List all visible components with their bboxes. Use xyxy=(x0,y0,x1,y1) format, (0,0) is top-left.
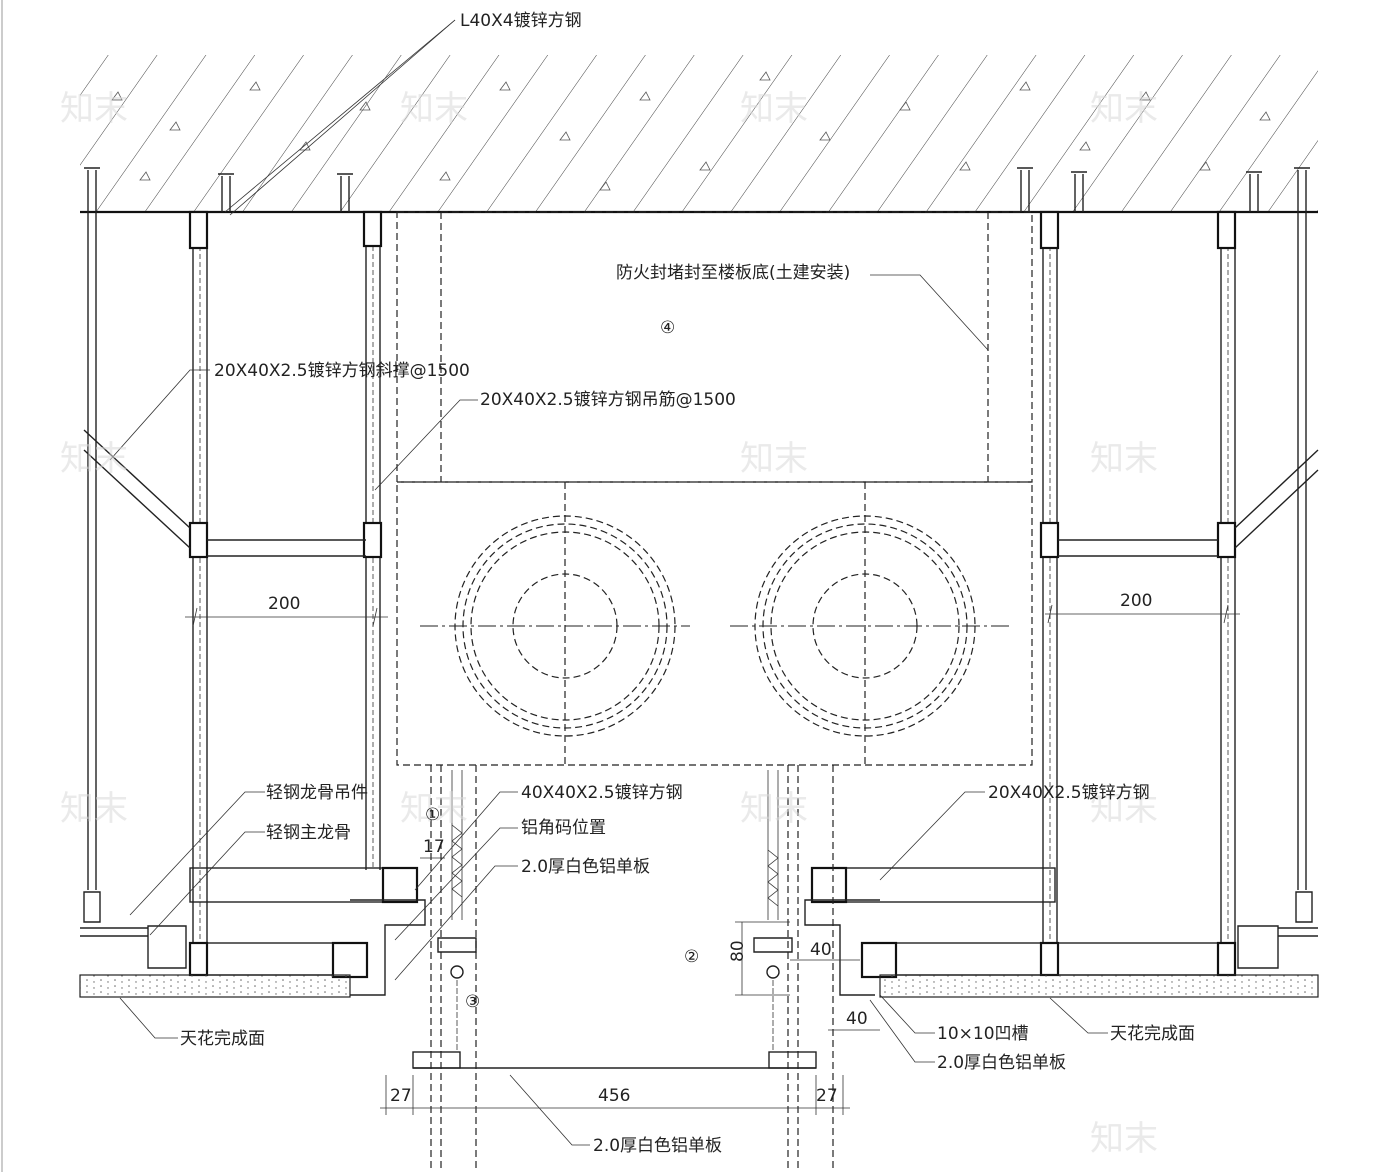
dim-200-right: 200 xyxy=(1120,591,1152,611)
dim-27-right: 27 xyxy=(816,1086,838,1106)
dim-27-left: 27 xyxy=(390,1086,412,1106)
dim-40-lower: 40 xyxy=(846,1009,868,1029)
watermark: 知末 xyxy=(1090,1119,1158,1159)
watermark-layer: 知末 知末 知末 知末 知末 知末 知末 知末 知末 知末 知末 知末 xyxy=(60,89,1158,1159)
watermark: 知末 xyxy=(1090,439,1158,479)
dim-80: 80 xyxy=(728,940,748,962)
label-corner: 铝角码位置 xyxy=(521,818,606,838)
left-steel-frame xyxy=(80,210,426,996)
label-firestop: 防火封堵封至楼板底(土建安装) xyxy=(616,263,850,283)
dim-40-upper: 40 xyxy=(810,940,832,960)
label-hanger-light: 轻钢龙骨吊件 xyxy=(266,783,368,803)
label-hanger-bar: 20X40X2.5镀锌方钢吊筋@1500 xyxy=(480,390,736,410)
label-ceiling-right: 天花完成面 xyxy=(1110,1024,1195,1044)
label-brace: 20X40X2.5镀锌方钢斜撑@1500 xyxy=(214,361,470,381)
label-groove: 10×10凹槽 xyxy=(937,1024,1029,1044)
marker-2: ② xyxy=(684,947,699,967)
dimension-labels: 200 200 17 80 40 40 27 456 27 xyxy=(268,591,1152,1106)
firestop-zone xyxy=(396,211,1033,483)
watermark: 知末 xyxy=(400,89,468,129)
dim-456: 456 xyxy=(598,1086,630,1106)
watermark: 知末 xyxy=(60,439,128,479)
concrete-slab xyxy=(80,55,1318,214)
marker-1: ① xyxy=(425,805,440,825)
watermark: 知末 xyxy=(1090,789,1158,829)
marker-3: ③ xyxy=(465,992,480,1012)
right-steel-frame xyxy=(804,210,1319,996)
label-tube-40: 40X40X2.5镀锌方钢 xyxy=(521,783,683,803)
detail-markers: ① ② ③ ④ xyxy=(425,318,699,1012)
dim-17: 17 xyxy=(423,837,445,857)
ceiling-finish xyxy=(79,974,1319,998)
label-panel-bottom: 2.0厚白色铝单板 xyxy=(593,1136,722,1156)
watermark: 知末 xyxy=(740,439,808,479)
dimension-lines xyxy=(185,604,1240,1115)
leader-lines xyxy=(109,19,1108,1146)
label-top-angle: L40X4镀锌方钢 xyxy=(460,11,582,31)
label-ceiling-left: 天花完成面 xyxy=(180,1029,265,1049)
label-panel-right: 2.0厚白色铝单板 xyxy=(937,1053,1066,1073)
marker-4: ④ xyxy=(660,318,675,338)
watermark: 知末 xyxy=(1090,89,1158,129)
watermark: 知末 xyxy=(60,789,128,829)
label-panel-left: 2.0厚白色铝单板 xyxy=(521,857,650,877)
duct-box xyxy=(396,481,1033,766)
watermark: 知末 xyxy=(740,789,808,829)
label-main-keel: 轻钢主龙骨 xyxy=(266,823,351,843)
watermark: 知末 xyxy=(60,89,128,129)
anchor-bolts xyxy=(84,167,1310,212)
dim-200-left: 200 xyxy=(268,594,300,614)
watermark: 知末 xyxy=(740,89,808,129)
watermark: 知末 xyxy=(400,789,468,829)
annotation-labels: L40X4镀锌方钢 防火封堵封至楼板底(土建安装) 20X40X2.5镀锌方钢斜… xyxy=(180,11,1195,1156)
label-tube-20-right: 20X40X2.5镀锌方钢 xyxy=(988,783,1150,803)
lower-duct xyxy=(412,765,834,1172)
